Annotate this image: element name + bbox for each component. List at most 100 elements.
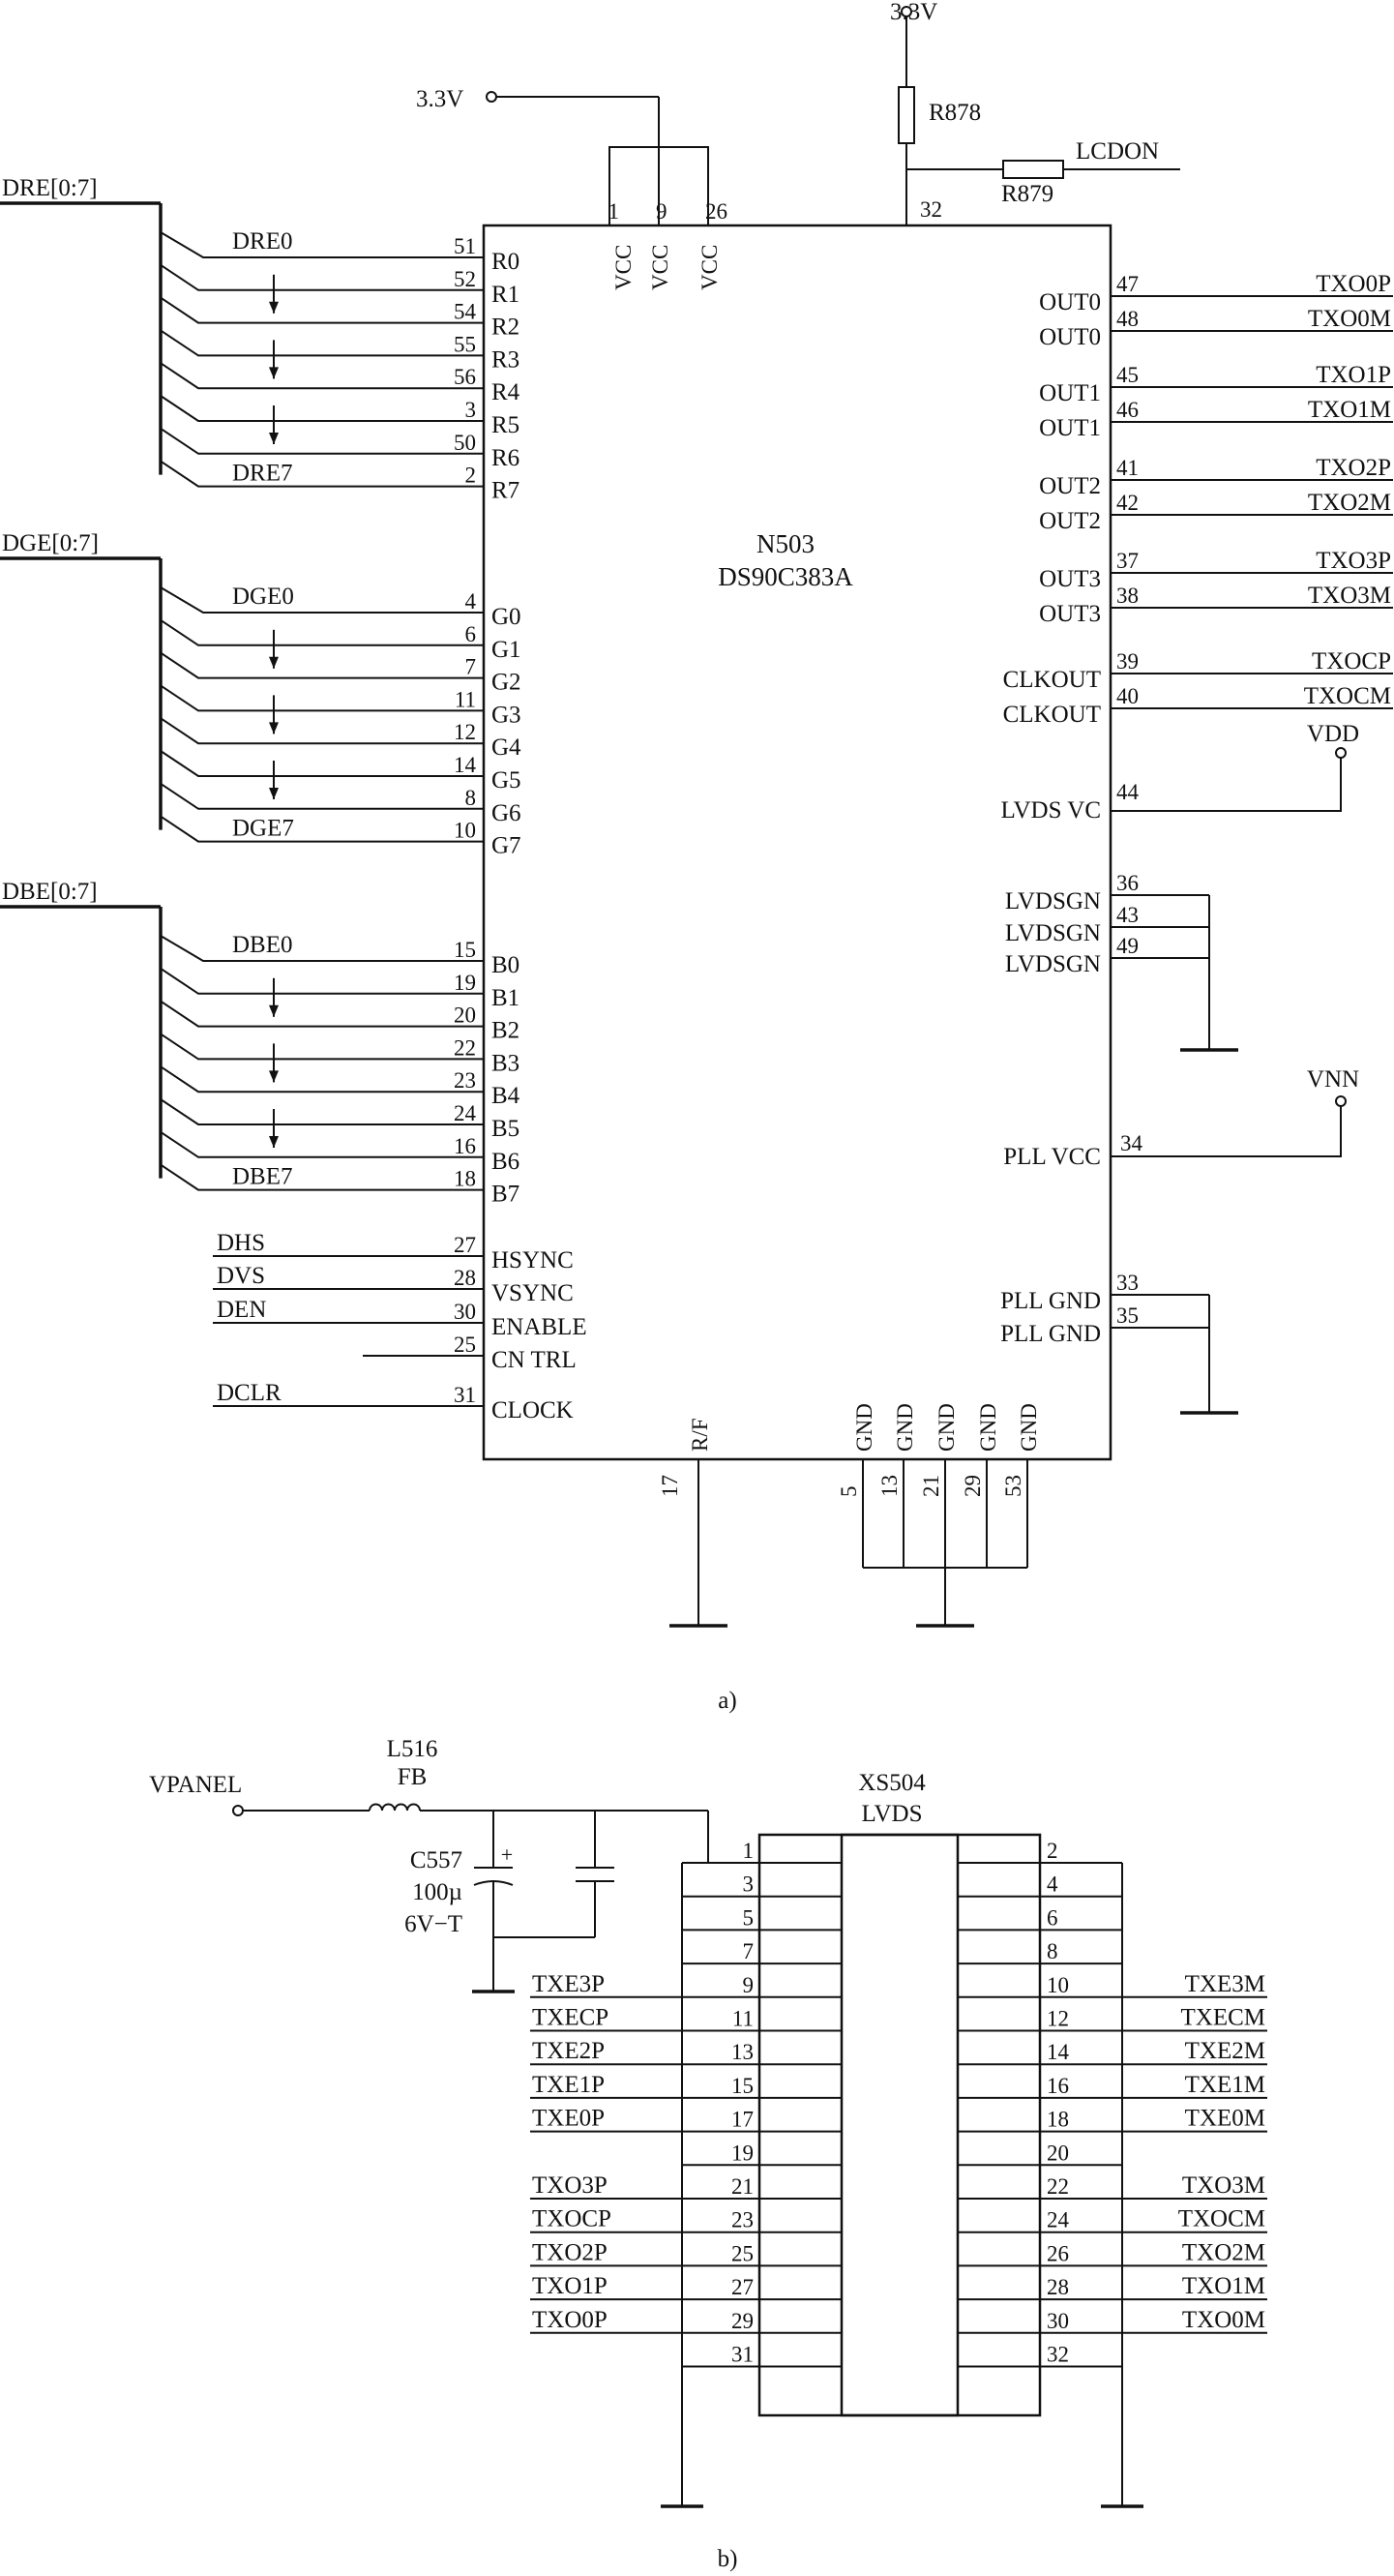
terminal-circle xyxy=(1335,747,1347,759)
resistor-r878 xyxy=(898,86,915,144)
pin-num: 43 xyxy=(1116,903,1139,927)
connector-pin-right: 14 xyxy=(1047,2040,1070,2064)
pin-name: OUT0 xyxy=(1039,324,1101,350)
wire xyxy=(160,395,484,422)
control-net: DEN xyxy=(217,1297,266,1323)
inductor-coil xyxy=(394,1803,408,1812)
control-net: DCLR xyxy=(217,1380,282,1406)
pin-num: 11 xyxy=(455,687,476,711)
gnd-pin-name: GND xyxy=(893,1403,917,1452)
lvds-vc-name: LVDS VC xyxy=(1000,797,1101,824)
output-net: TXO0P xyxy=(1316,271,1391,297)
pin-name: LVDSGN xyxy=(1005,951,1101,977)
chip-body xyxy=(482,224,1112,1461)
pin-num: 50 xyxy=(454,431,476,455)
pin-name: R6 xyxy=(491,445,519,471)
chip-part: DS90C383A xyxy=(718,562,853,591)
pin-num: 24 xyxy=(454,1101,477,1125)
pin-name: CLKOUT xyxy=(1003,702,1101,728)
output-net: TXO1P xyxy=(1316,362,1391,388)
connector-net-left: TXO1P xyxy=(532,2273,608,2299)
gnd-pin-name: GND xyxy=(1017,1403,1041,1452)
pin-num: 6 xyxy=(465,622,477,646)
wire xyxy=(160,460,484,488)
output-net: TXO2M xyxy=(1308,490,1391,516)
pin-name: CLOCK xyxy=(491,1397,574,1423)
pin-num: 12 xyxy=(454,720,476,744)
rf-pin-name: R/F xyxy=(688,1418,712,1452)
output-net: TXO1M xyxy=(1308,397,1391,423)
connector-net-left: TXE1P xyxy=(532,2072,605,2098)
pin-num: 54 xyxy=(454,300,477,324)
chip-ref: N503 xyxy=(756,529,815,558)
resistor-r879-label: R879 xyxy=(1001,181,1053,207)
wire xyxy=(160,618,484,646)
pin-name: LVDSGN xyxy=(1005,920,1101,946)
pin-num: 2 xyxy=(465,464,477,488)
pin-name: G5 xyxy=(491,767,521,794)
connector-net-right: TXO0M xyxy=(1182,2307,1265,2333)
pin-name: B7 xyxy=(491,1182,519,1208)
pin-name: G1 xyxy=(491,637,521,663)
pin-num: 16 xyxy=(454,1134,476,1158)
vcc-pin-name: VCC xyxy=(611,245,636,290)
wire xyxy=(160,967,484,995)
wire xyxy=(160,263,484,291)
connector-pin-left: 15 xyxy=(731,2074,754,2098)
connector-pin-right: 16 xyxy=(1047,2074,1069,2098)
pin-name: G6 xyxy=(491,800,521,826)
resistor-r879 xyxy=(1002,160,1064,179)
pin-num: 10 xyxy=(454,819,476,843)
connector-pin-left: 11 xyxy=(732,2007,754,2031)
wire xyxy=(1111,758,1342,812)
supply-label-top: 3.3V xyxy=(890,0,937,25)
connector-net-right: TXECM xyxy=(1181,2005,1266,2031)
pin-name: R2 xyxy=(491,315,519,341)
control-net: DVS xyxy=(217,1263,265,1289)
arrow-head xyxy=(269,1070,279,1083)
connector-pin-left: 9 xyxy=(743,1973,755,1997)
pin-name: R0 xyxy=(491,249,519,275)
pin-name: OUT3 xyxy=(1039,566,1101,592)
pin-num: 35 xyxy=(1116,1303,1139,1328)
output-net: TXO3P xyxy=(1316,548,1391,574)
arrow-head xyxy=(269,1136,279,1148)
pin-num: 8 xyxy=(465,786,477,810)
pin-name: CLKOUT xyxy=(1003,667,1101,693)
pin-name: OUT2 xyxy=(1039,473,1101,499)
pin-num: 51 xyxy=(454,234,476,258)
connector-pin-right: 28 xyxy=(1047,2275,1069,2299)
capacitor-rating: 6V−T xyxy=(404,1911,462,1937)
wire xyxy=(608,146,709,225)
wire xyxy=(160,815,484,843)
pin-name: B0 xyxy=(491,952,519,978)
pin-name: G2 xyxy=(491,670,521,696)
connector-pin-left: 17 xyxy=(731,2108,754,2132)
pin-num: 52 xyxy=(454,267,476,291)
pin-num: 20 xyxy=(454,1003,476,1028)
pin-name: CN TRL xyxy=(491,1347,577,1373)
pin-num: 27 xyxy=(454,1233,476,1257)
pin-num: 7 xyxy=(465,655,477,679)
gnd-pin-num: 53 xyxy=(1001,1475,1025,1497)
connector-net-right: TXE3M xyxy=(1185,1971,1265,1997)
caption-b: b) xyxy=(718,2546,738,2572)
control-net: DHS xyxy=(217,1230,265,1256)
connector-pin-right: 22 xyxy=(1047,2174,1069,2199)
output-net: TXO3M xyxy=(1308,583,1391,609)
connector-pin-right: 6 xyxy=(1047,1905,1058,1930)
connector-pin-right: 20 xyxy=(1047,2141,1069,2165)
connector-net-left: TXO2P xyxy=(532,2239,608,2265)
bus-first-net: DRE0 xyxy=(232,228,293,255)
arrow-head xyxy=(269,301,279,314)
arrow-head xyxy=(269,433,279,444)
pll-vcc-num: 34 xyxy=(1120,1131,1143,1155)
connector-pin-right: 24 xyxy=(1047,2208,1070,2232)
inductor-coil xyxy=(369,1803,383,1812)
wire xyxy=(160,935,484,962)
pin-num: 39 xyxy=(1116,649,1139,674)
connector-pin-left: 19 xyxy=(731,2141,754,2165)
vcc-pin-num: 9 xyxy=(656,199,667,224)
arrow-head xyxy=(269,367,279,379)
connector-net-left: TXE2P xyxy=(532,2038,605,2064)
